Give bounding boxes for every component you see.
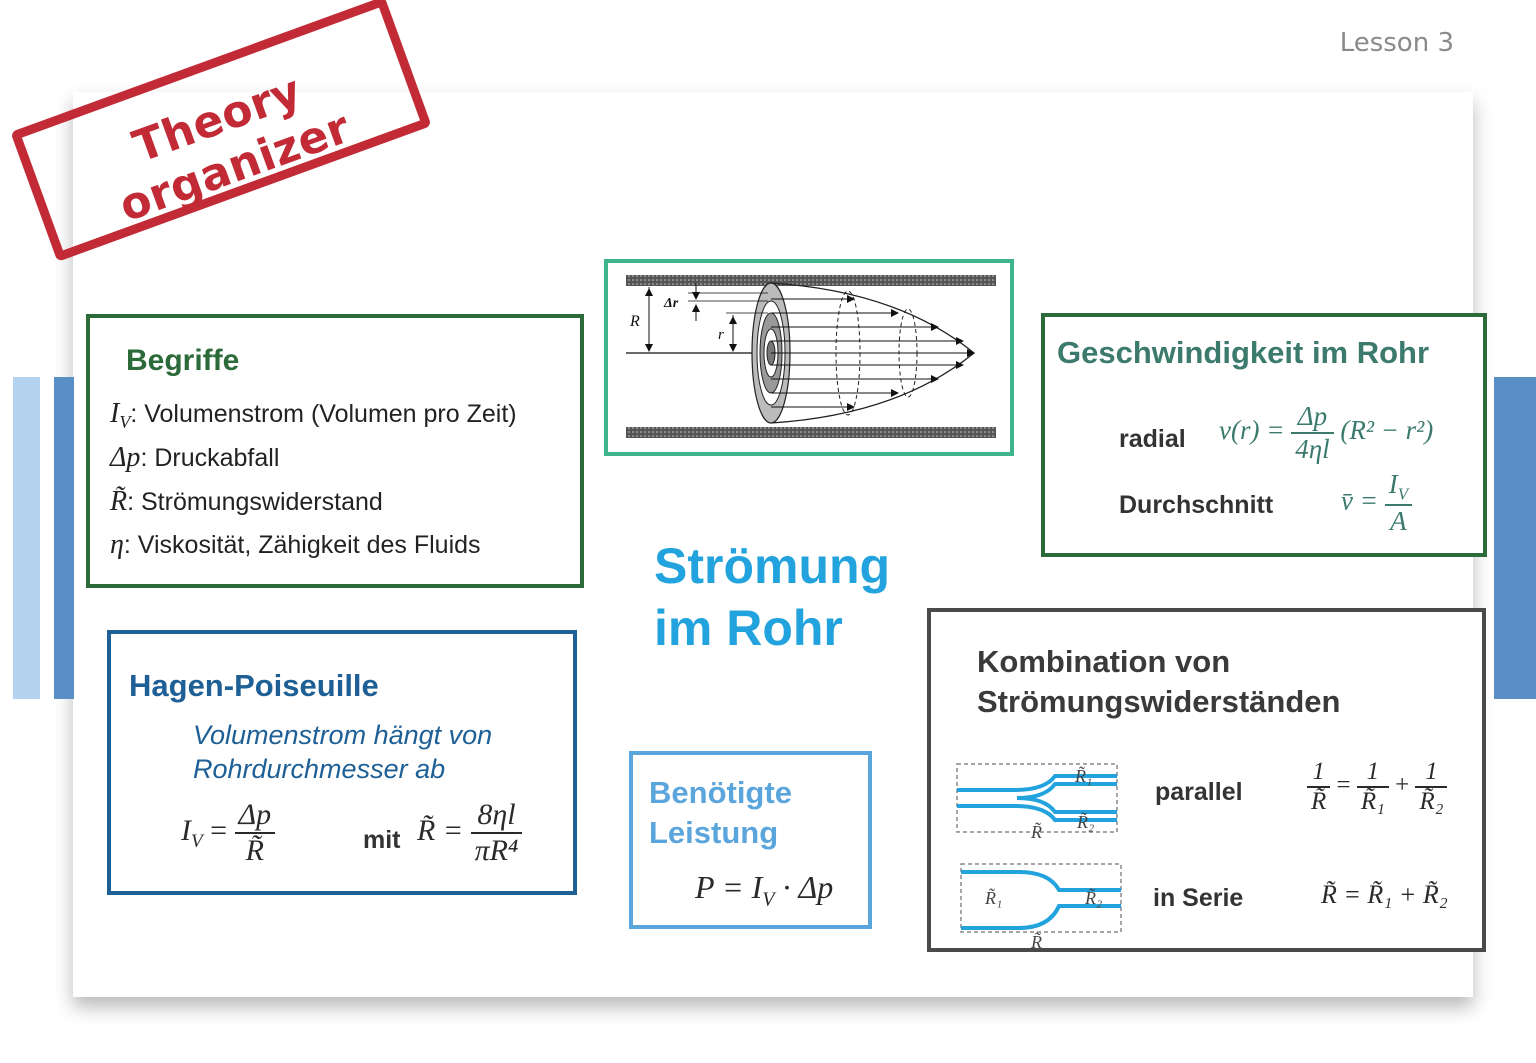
parallel-label: parallel bbox=[1155, 778, 1243, 806]
serial-r-label: R̃ bbox=[1030, 932, 1042, 950]
pipe-flow-diagram: R Δr r bbox=[626, 275, 996, 438]
radial-label: radial bbox=[1119, 425, 1186, 453]
pipe-wall-bottom bbox=[626, 427, 996, 438]
definition-volumenstrom: IV: Volumenstrom (Volumen pro Zeit) bbox=[110, 398, 517, 432]
geschwindigkeit-box: Geschwindigkeit im Rohr radial v(r) = Δp… bbox=[1041, 313, 1487, 557]
leistung-formula: P = IV · Δp bbox=[695, 869, 834, 911]
label-R: R bbox=[629, 313, 640, 330]
geschwindigkeit-heading: Geschwindigkeit im Rohr bbox=[1057, 335, 1430, 370]
parallel-r1-label: R̃₁ bbox=[1074, 766, 1092, 786]
slide-title: Strömung im Rohr bbox=[654, 535, 890, 659]
title-line-2: im Rohr bbox=[654, 600, 843, 656]
left-bar-dark bbox=[54, 377, 74, 699]
begriffe-heading: Begriffe bbox=[126, 344, 240, 377]
definition-druckabfall: Δp: Druckabfall bbox=[110, 442, 280, 473]
kombination-box: Kombination von Strömungswiderständen R̃… bbox=[927, 608, 1486, 952]
pipe-flow-diagram-box: R Δr r bbox=[604, 259, 1014, 456]
definition-viskositaet: η: Viskosität, Zähigkeit des Fluids bbox=[110, 529, 481, 560]
hagen-subtitle: Volumenstrom hängt von Rohrdurchmesser a… bbox=[193, 720, 493, 784]
parallel-diagram: R̃₁ R̃₂ R̃ bbox=[956, 763, 1118, 838]
mit-label: mit bbox=[363, 826, 401, 854]
average-label: Durchschnitt bbox=[1119, 491, 1274, 519]
lesson-label: Lesson 3 bbox=[1339, 28, 1454, 58]
serial-r2-label: R̃₂ bbox=[1084, 888, 1102, 908]
left-bar-light bbox=[13, 377, 40, 699]
right-bar-dark bbox=[1494, 377, 1536, 699]
label-delta-r: Δr bbox=[663, 296, 679, 311]
parallel-r2-label: R̃₂ bbox=[1076, 812, 1094, 832]
leistung-box: Benötigte Leistung P = IV · Δp bbox=[629, 751, 872, 929]
serie-label: in Serie bbox=[1153, 884, 1244, 912]
parallel-r-label: R̃ bbox=[1030, 822, 1042, 838]
begriffe-box: Begriffe IV: Volumenstrom (Volumen pro Z… bbox=[86, 314, 584, 588]
leistung-heading: Benötigte Leistung bbox=[649, 775, 792, 850]
label-r: r bbox=[718, 327, 724, 343]
kombination-heading: Kombination von Strömungswiderständen bbox=[977, 644, 1341, 719]
serial-diagram: R̃₁ R̃₂ R̃ bbox=[960, 863, 1122, 950]
serie-formula: R̃ = R̃₁ + R̃₂ bbox=[1321, 880, 1448, 909]
pipe-wall-top bbox=[626, 275, 996, 286]
hagen-heading: Hagen-Poiseuille bbox=[129, 668, 379, 703]
definition-widerstand: R̃: Strömungswiderstand bbox=[110, 486, 383, 517]
hagen-poiseuille-box: Hagen-Poiseuille Volumenstrom hängt von … bbox=[107, 630, 577, 895]
serial-r1-label: R̃₁ bbox=[984, 888, 1002, 908]
title-line-1: Strömung bbox=[654, 538, 891, 594]
